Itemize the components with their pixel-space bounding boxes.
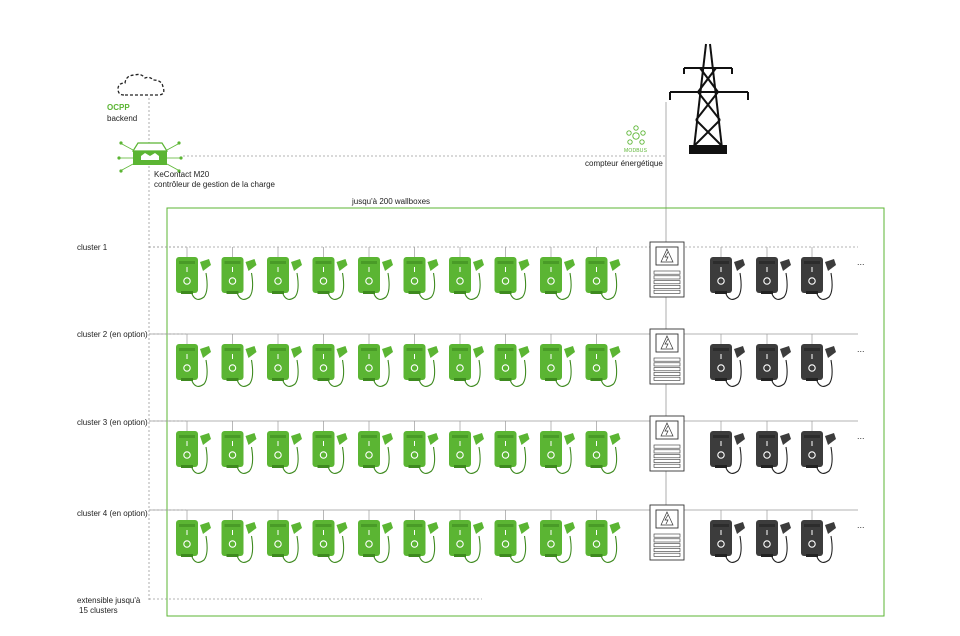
cluster-label: cluster 4 (en option) (77, 509, 148, 518)
wallbox-charger-icon (585, 334, 621, 387)
wallbox-charger-icon (756, 421, 791, 474)
load-controller-icon (117, 141, 183, 173)
wallbox-charger-icon (176, 421, 211, 474)
wallbox-charger-icon (358, 510, 393, 563)
continuation-dots: ... (857, 257, 865, 267)
cluster-label: cluster 2 (en option) (77, 330, 148, 339)
wallbox-charger-icon (267, 510, 302, 563)
wallbox-charger-icon (358, 421, 393, 474)
extensible-label-2: 15 clusters (79, 606, 118, 615)
wallbox-charger-icon (267, 247, 302, 300)
wallbox-charger-icon (221, 421, 257, 474)
wallbox-charger-icon (449, 247, 484, 300)
capacity-boundary (166, 207, 885, 617)
wallbox-charger-icon (358, 247, 393, 300)
capacity-label: jusqu'à 200 wallboxes (352, 197, 431, 206)
wallbox-charger-icon (540, 334, 575, 387)
wallbox-charger-icon (494, 247, 530, 300)
wallbox-charger-icon (403, 421, 439, 474)
wallbox-charger-icon (176, 334, 211, 387)
wallbox-charger-icon (756, 334, 791, 387)
continuation-dots: ... (857, 520, 865, 530)
extensible-label-1: extensible jusqu'à (77, 596, 141, 605)
wallbox-charger-icon (312, 247, 348, 300)
ocpp-label: OCPP (107, 103, 130, 112)
wallbox-charger-icon (494, 334, 530, 387)
wallbox-charger-icon (710, 510, 745, 563)
wallbox-charger-icon (801, 421, 836, 474)
cluster-label: cluster 1 (77, 243, 108, 252)
energy-meter-icon (649, 241, 685, 298)
controller-name: KeContact M20 (154, 170, 210, 179)
wallbox-charger-icon (449, 334, 484, 387)
wallbox-charger-icon (449, 421, 484, 474)
wallbox-charger-icon (221, 247, 257, 300)
cloud-icon (117, 73, 165, 96)
wallbox-charger-icon (312, 334, 348, 387)
wallbox-charger-icon (801, 334, 836, 387)
wallbox-charger-icon (221, 334, 257, 387)
wallbox-charger-icon (176, 510, 211, 563)
wallbox-charger-icon (403, 510, 439, 563)
wallbox-charger-icon (312, 421, 348, 474)
wallbox-charger-icon (540, 247, 575, 300)
wallbox-charger-icon (494, 510, 530, 563)
wallbox-charger-icon (585, 510, 621, 563)
wallbox-charger-icon (540, 421, 575, 474)
power-pylon-icon (669, 43, 749, 154)
continuation-dots: ... (857, 344, 865, 354)
wallbox-charger-icon (801, 510, 836, 563)
controller-desc: contrôleur de gestion de la charge (154, 180, 275, 189)
wallbox-charger-icon (176, 247, 211, 300)
meter-label: compteur énergétique (585, 159, 663, 168)
wallbox-charger-icon (585, 247, 621, 300)
wallbox-charger-icon (267, 421, 302, 474)
wallbox-charger-icon (540, 510, 575, 563)
energy-meter-icon (649, 504, 685, 561)
wallbox-charger-icon (267, 334, 302, 387)
wallbox-charger-icon (756, 247, 791, 300)
wallbox-charger-icon (312, 510, 348, 563)
energy-meter-icon (649, 328, 685, 385)
continuation-dots: ... (857, 431, 865, 441)
wallbox-charger-icon (449, 510, 484, 563)
wallbox-charger-icon (710, 247, 745, 300)
cluster-label: cluster 3 (en option) (77, 418, 148, 427)
wallbox-charger-icon (494, 421, 530, 474)
wallbox-charger-icon (710, 334, 745, 387)
wallbox-charger-icon (585, 421, 621, 474)
wallbox-charger-icon (756, 510, 791, 563)
clusters-group: ............ (149, 241, 865, 563)
modbus-network-icon (626, 125, 646, 145)
wallbox-charger-icon (710, 421, 745, 474)
backend-label: backend (107, 114, 138, 123)
wallbox-charger-icon (221, 510, 257, 563)
energy-meter-icon (649, 415, 685, 472)
wallbox-charger-icon (358, 334, 393, 387)
wallbox-charger-icon (801, 247, 836, 300)
wallbox-charger-icon (403, 334, 439, 387)
wallbox-charger-icon (403, 247, 439, 300)
modbus-label: MODBUS (624, 148, 648, 154)
